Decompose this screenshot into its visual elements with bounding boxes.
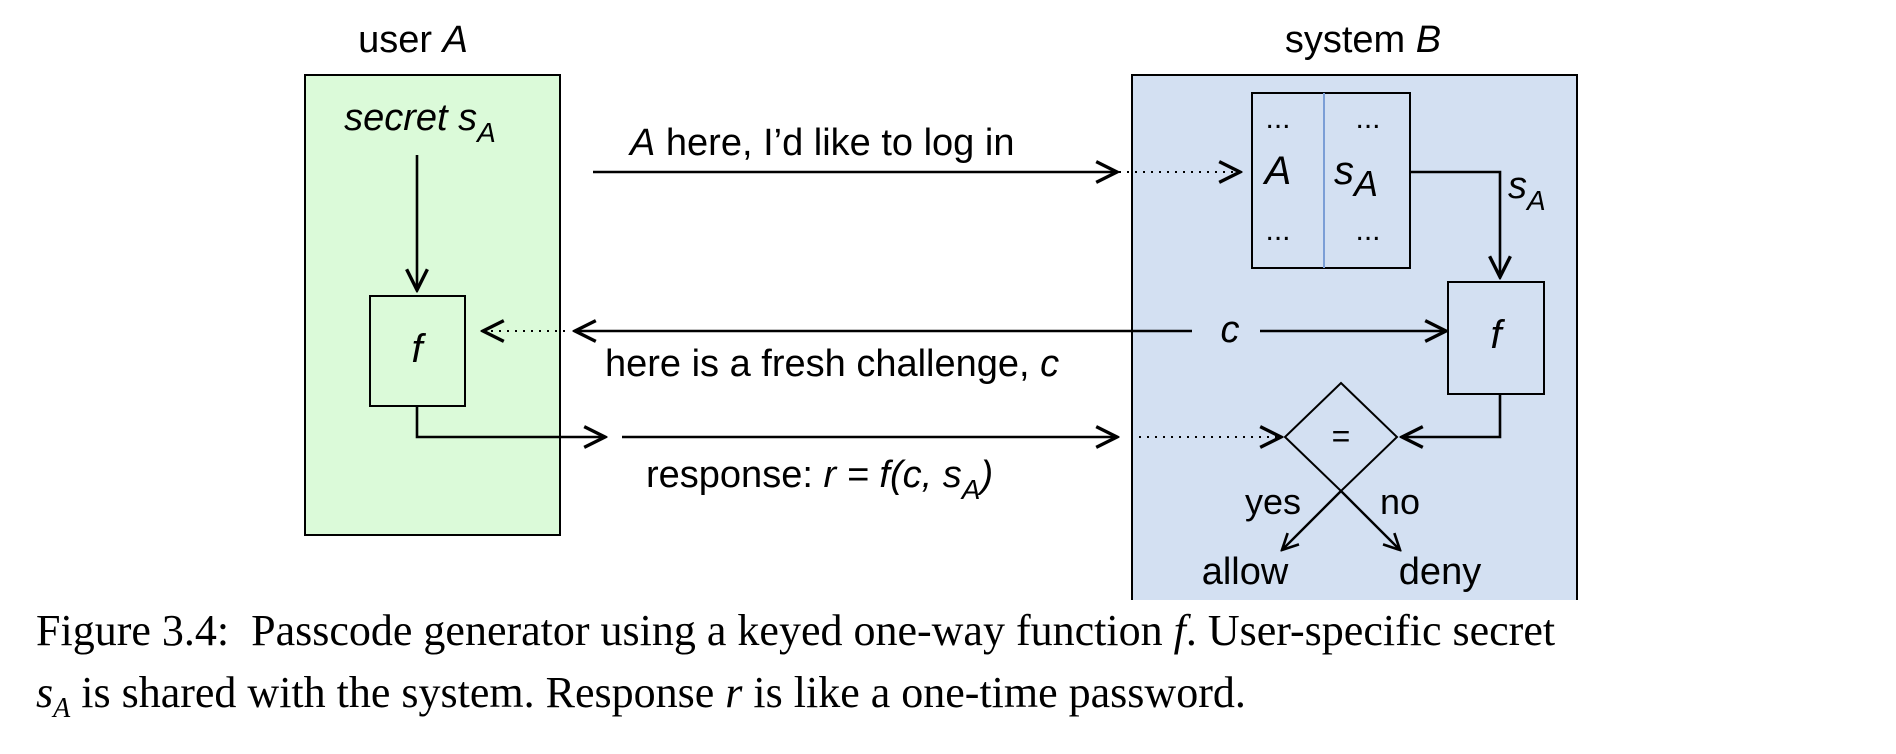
user-function-box (369, 295, 466, 407)
figure-caption: Figure 3.4: Passcode generator using a k… (36, 606, 1556, 724)
login-message-label: A here, I’d like to log in (628, 122, 1014, 164)
table-name-cell: ... (1265, 102, 1290, 135)
table-secret-cell: sA (1334, 149, 1378, 204)
table-name-cell: ... (1265, 214, 1290, 247)
user-secret-label: secret sA (344, 97, 496, 148)
compare-symbol: = (1332, 418, 1351, 454)
no-branch-arrow (1340, 490, 1400, 550)
function-output-arrow (415, 406, 605, 437)
user-panel-title: user A (358, 19, 468, 61)
secrets-table (1251, 92, 1411, 269)
yes-label: yes (1245, 481, 1301, 522)
secret-lookup-arrow (1410, 170, 1500, 277)
table-secret-cell: ... (1355, 102, 1380, 135)
table-secret-cell: ... (1355, 214, 1380, 247)
challenge-message-label: here is a fresh challenge, c (605, 343, 1059, 385)
deny-label: deny (1399, 551, 1481, 593)
system-panel-title: system B (1285, 19, 1441, 61)
no-label: no (1380, 481, 1420, 522)
challenge-variable-label: c (1221, 309, 1240, 351)
secret-lookup-label: sA (1508, 165, 1546, 216)
function-to-compare-arrow (1402, 394, 1502, 437)
caption-label: Figure 3.4: (36, 606, 230, 655)
response-message-label: response: r = f(c, sA) (646, 454, 993, 505)
system-panel (1131, 74, 1578, 600)
yes-branch-arrow (1282, 490, 1342, 550)
table-name-cell: A (1263, 149, 1292, 193)
passcode-generator-diagram: user A secret sA f system B ... ... A sA… (304, 19, 1578, 600)
allow-label: allow (1202, 551, 1289, 593)
